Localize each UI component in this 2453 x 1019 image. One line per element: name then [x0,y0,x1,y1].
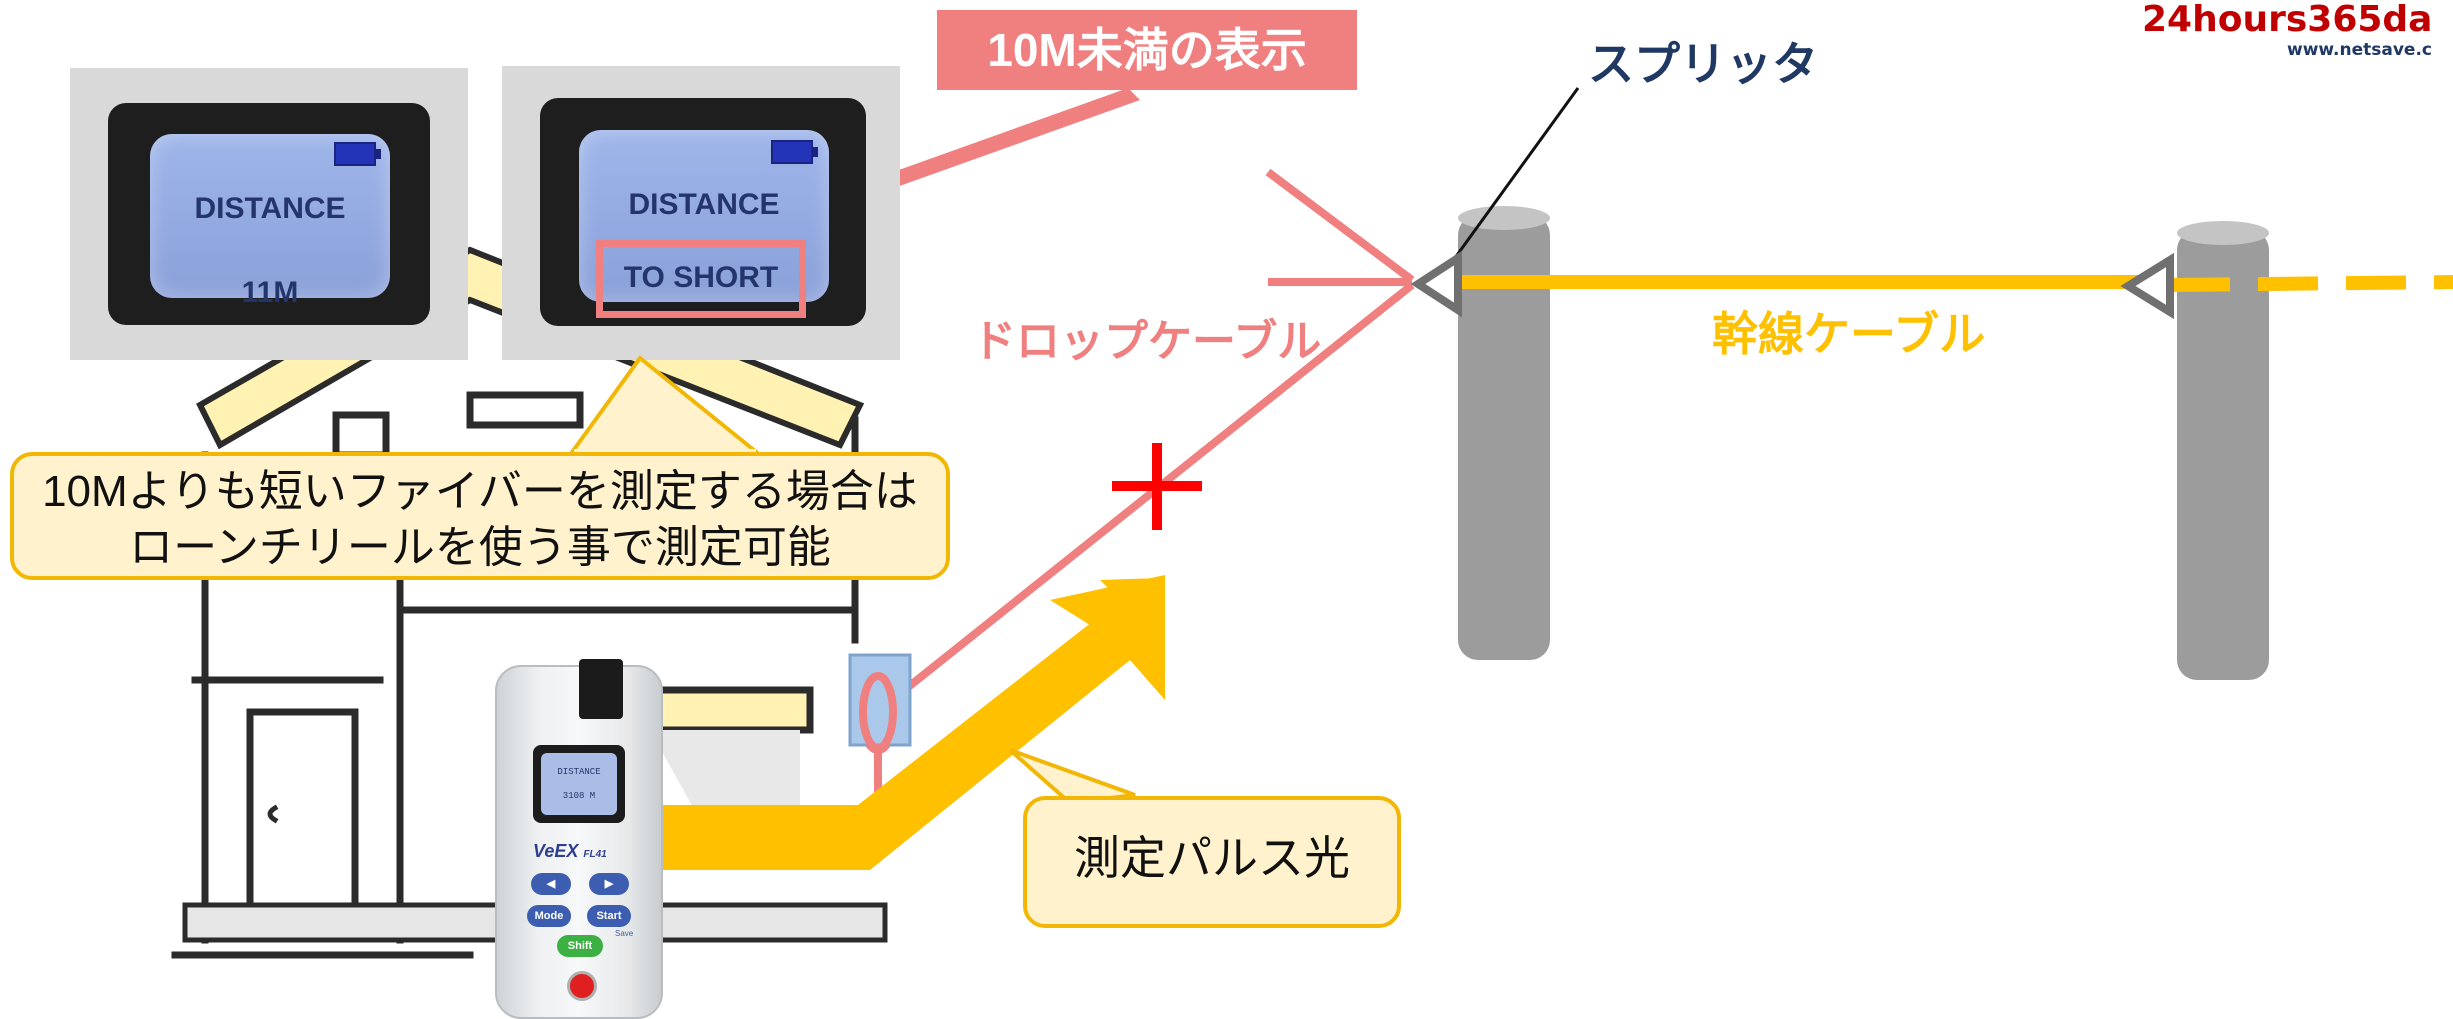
start-button[interactable]: Start [587,905,631,927]
pulse-light-label: 測定パルス光 [1023,796,1401,928]
splitter-left-icon [1410,250,1462,318]
logo: 24hours365da www.netsave.c [2142,0,2453,70]
arrow-right-button[interactable]: ▶ [589,873,629,895]
power-icon[interactable] [567,971,597,1001]
shift-button[interactable]: Shift [557,935,603,957]
device-screen-line1: DISTANCE [557,767,601,777]
logo-url: www.netsave.c [2287,40,2432,60]
drop-cable-label: ドロップケーブル [972,317,1322,366]
lcd-display: DISTANCE 11M [150,134,390,309]
pole-right [2177,230,2269,680]
short-fiber-note: 10Mよりも短いファイバーを測定する場合は ローンチリールを使う事で測定可能 [10,452,950,580]
lcd-line1: DISTANCE [194,192,346,225]
device-screen-line2: 3108 M [562,791,596,801]
pole-left [1458,215,1550,660]
arrow-left-button[interactable]: ◀ [531,873,571,895]
device-brand: VeEX FL41 [533,841,607,862]
red-cross-icon [1112,443,1202,530]
trunk-cable-label: 幹線ケーブル [1712,308,1986,360]
lcd-line2: 11M [241,276,299,309]
lcd-line2: TO SHORT [623,261,779,294]
note-callout-pointer [566,355,766,457]
house-door [246,708,359,916]
mode-button[interactable]: Mode [527,905,571,927]
under-10m-label: 10M未満の表示 [937,10,1357,90]
device-connector [579,659,623,719]
screen-photo-11m: DISTANCE 11M [70,68,468,360]
note-line2: ローンチリールを使う事で測定可能 [129,523,831,572]
pulse-arrow [655,575,1165,870]
lcd-display: DISTANCE [579,130,829,302]
fiber-loop-overlay [859,672,897,752]
save-label: Save [615,929,634,938]
lcd-line1: DISTANCE [628,188,780,221]
utility-poles [1458,206,2269,680]
splitter-right-icon [2120,252,2174,320]
trunk-cable [1460,275,2453,292]
splitter-label: スプリッタ [1588,38,1818,90]
otdr-device: DISTANCE 3108 M VeEX FL41 ◀ ▶ Mode Start… [495,659,663,1019]
note-line1: 10Mよりも短いファイバーを測定する場合は [42,467,918,516]
screen-photo-to-short: DISTANCE TO SHORT [502,66,900,360]
splitter-pointer [1450,87,1580,263]
battery-icon [771,140,818,164]
battery-icon [334,142,381,166]
device-screen: DISTANCE 3108 M [533,745,625,823]
to-short-highlight: TO SHORT [596,240,806,318]
device-brand-name: VeEX [533,841,579,861]
house-vent [466,391,584,429]
device-model: FL41 [583,849,607,860]
logo-brand: 24hours365da [2142,0,2433,40]
